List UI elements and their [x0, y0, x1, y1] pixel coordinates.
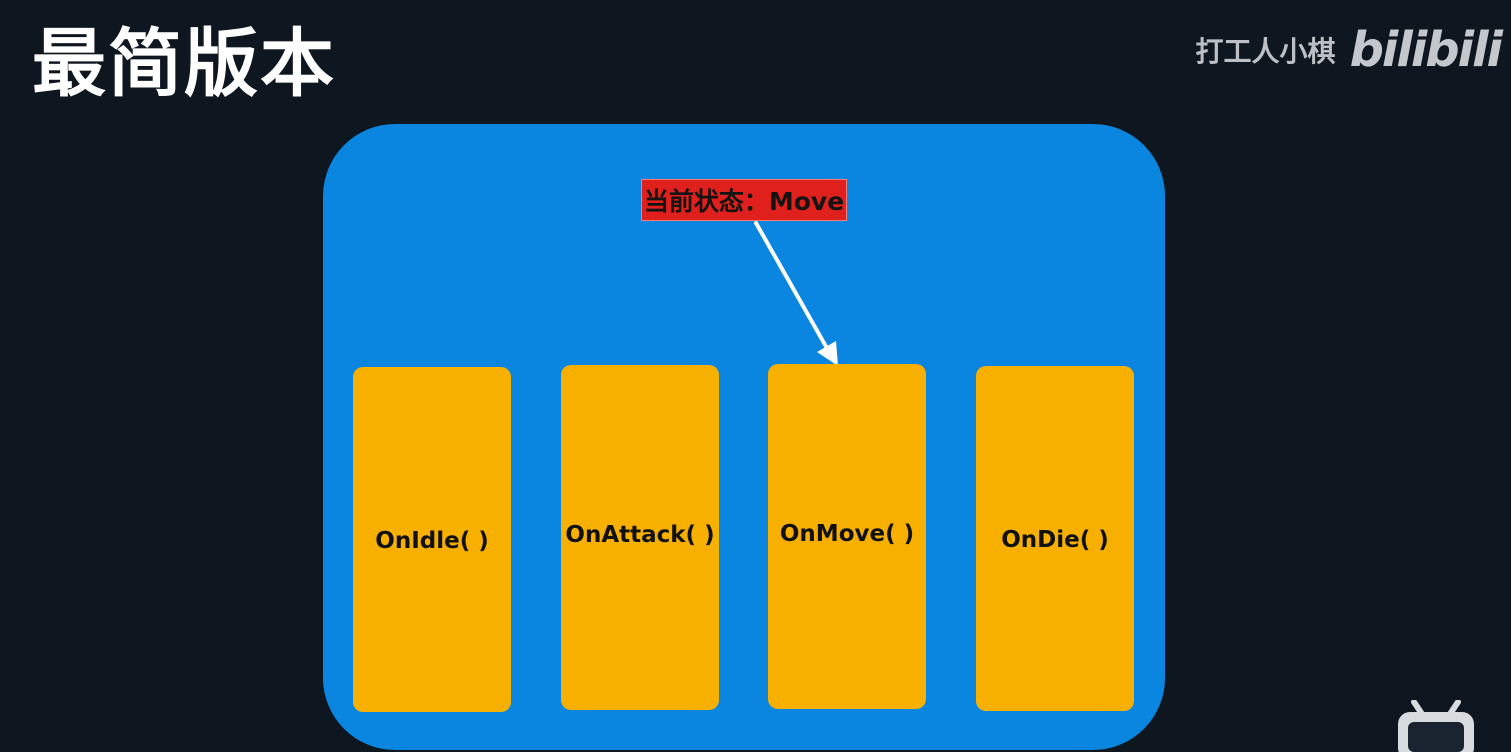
- bilibili-logo: bilibili: [1349, 22, 1503, 78]
- state-card-idle: OnIdle( ): [353, 367, 511, 712]
- state-card-attack: OnAttack( ): [561, 365, 719, 710]
- bilibili-tv-icon: [1398, 700, 1474, 752]
- state-card-label: OnAttack( ): [565, 521, 715, 548]
- state-card-label: OnDie( ): [1001, 527, 1109, 553]
- watermark-author: 打工人小棋: [1195, 35, 1336, 68]
- state-card-label: OnMove( ): [779, 521, 915, 547]
- slide-title: 最简版本: [32, 21, 336, 107]
- state-card-label: OnIdle( ): [375, 528, 489, 554]
- state-card-move: OnMove( ): [768, 364, 926, 709]
- state-card-die: OnDie( ): [976, 366, 1134, 711]
- watermark: 打工人小棋 bilibili: [1195, 20, 1503, 80]
- current-state-label: 当前状态：Move: [641, 179, 847, 221]
